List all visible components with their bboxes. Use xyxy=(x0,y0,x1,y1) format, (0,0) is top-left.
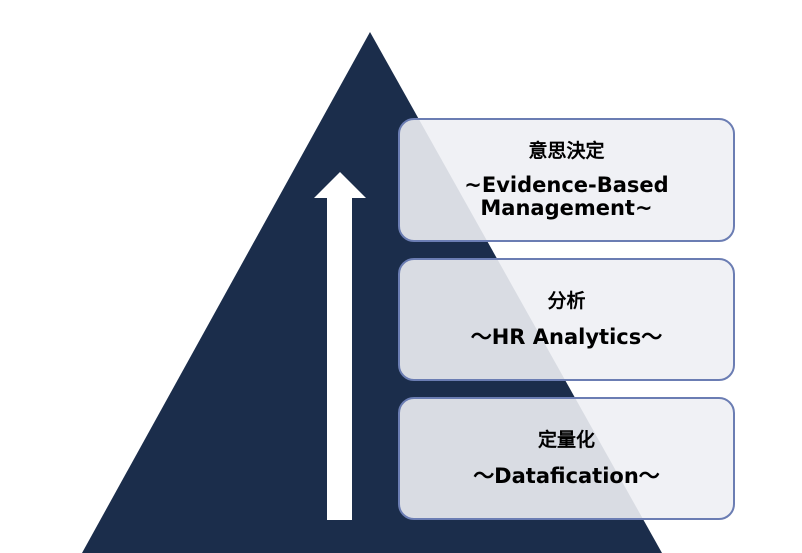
level-subtitle-evidence-based-management: ~Evidence-Based Management~ xyxy=(464,173,669,221)
up-arrow-icon xyxy=(314,172,366,520)
level-title-decision-making: 意思決定 xyxy=(528,139,605,162)
level-subtitle-datafication: ～Datafication～ xyxy=(473,464,660,489)
level-title-analysis: 分析 xyxy=(547,289,586,312)
level-box-analysis: 分析 ～HR Analytics～ xyxy=(398,258,735,381)
level-subtitle-hr-analytics: ～HR Analytics～ xyxy=(470,325,663,350)
level-box-quantification: 定量化 ～Datafication～ xyxy=(398,397,735,520)
level-title-quantification: 定量化 xyxy=(537,428,595,451)
level-box-decision-making: 意思決定 ~Evidence-Based Management~ xyxy=(398,118,735,242)
